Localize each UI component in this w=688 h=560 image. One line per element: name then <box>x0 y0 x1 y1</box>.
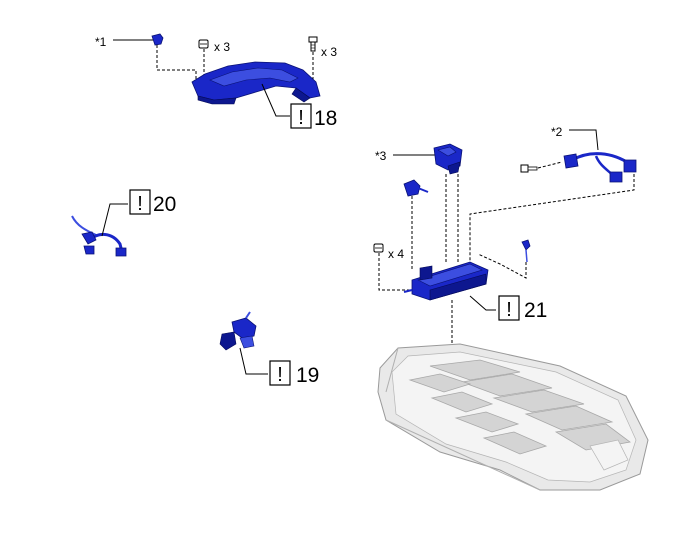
warning-box-icon <box>129 189 151 215</box>
leader-line <box>239 347 268 375</box>
procedure-ref-icon: ! <box>277 364 283 386</box>
leader-line <box>469 295 496 311</box>
cover-part <box>191 61 321 105</box>
bolt-icon <box>308 36 318 52</box>
part-group-19: ! 19 <box>219 311 319 387</box>
battery-tray-part <box>377 343 649 491</box>
leader-line <box>569 129 599 151</box>
quantity-nut-mid: x 4 <box>388 247 404 261</box>
dashed-guide <box>469 174 635 262</box>
callout-ref3: *3 <box>375 149 387 163</box>
bracket-part <box>433 143 463 175</box>
wire-harness-part <box>563 152 637 183</box>
part-group-21: *3 *2 <box>373 125 649 491</box>
procedure-ref-18[interactable]: ! 18 <box>290 103 337 130</box>
dashed-guide <box>156 45 197 80</box>
procedure-ref-number: 19 <box>296 364 319 387</box>
procedure-ref-icon: ! <box>298 107 304 129</box>
control-module-part <box>403 261 489 301</box>
procedure-ref-20[interactable]: ! 20 <box>129 189 176 216</box>
part-group-20: ! 20 <box>71 189 176 257</box>
callout-ref2: *2 <box>551 125 563 139</box>
leader-line <box>101 203 128 237</box>
clip-part <box>151 33 164 46</box>
warning-box-icon <box>269 360 291 386</box>
warning-box-icon <box>498 295 520 321</box>
small-connector-part <box>403 179 429 197</box>
clip-part <box>521 239 531 263</box>
procedure-ref-number: 21 <box>524 299 547 322</box>
callout-ref1: *1 <box>95 35 107 49</box>
nut-icon <box>373 243 384 253</box>
wire-harness-part <box>71 215 127 257</box>
procedure-ref-icon: ! <box>506 299 512 321</box>
procedure-ref-number: 20 <box>153 193 176 216</box>
nut-icon <box>198 39 209 49</box>
quantity-nut-top: x 3 <box>214 40 230 54</box>
dashed-guide <box>378 253 418 291</box>
procedure-ref-21[interactable]: ! 21 <box>498 295 547 322</box>
part-group-18: *1 x 3 x 3 <box>95 33 337 130</box>
connector-part <box>219 311 257 351</box>
warning-box-icon <box>290 103 312 129</box>
dashed-guide <box>477 253 527 279</box>
procedure-ref-number: 18 <box>314 107 337 130</box>
bolt-icon <box>520 164 538 173</box>
procedure-ref-icon: ! <box>137 193 143 215</box>
procedure-ref-19[interactable]: ! 19 <box>269 360 319 387</box>
leader-line <box>261 83 290 117</box>
dashed-guide <box>537 161 563 169</box>
quantity-bolt-top: x 3 <box>321 45 337 59</box>
